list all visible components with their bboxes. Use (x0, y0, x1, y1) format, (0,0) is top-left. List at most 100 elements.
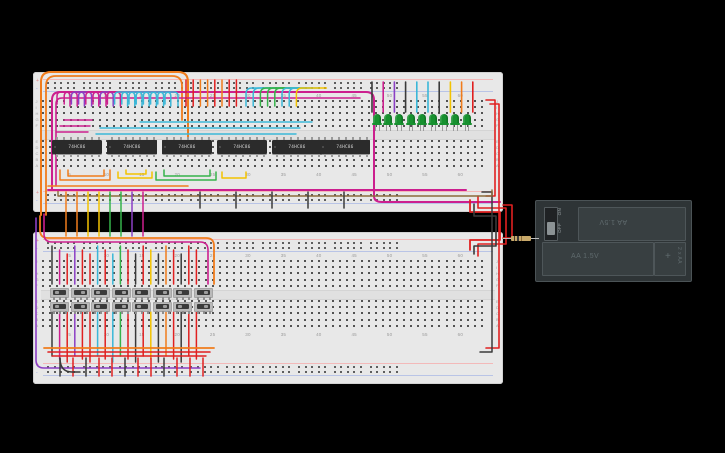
switch-knob[interactable] (95, 304, 100, 308)
board-hole (480, 306, 483, 309)
switch-top-0[interactable] (50, 288, 69, 300)
rail-hole (210, 194, 213, 196)
ic-5[interactable]: 74HC86 (320, 140, 370, 154)
led-7[interactable] (450, 114, 461, 125)
switch-bottom-1[interactable] (70, 302, 90, 314)
switch-top-4[interactable] (132, 288, 151, 300)
ic-4[interactable]: 74HC86 (272, 140, 322, 154)
resistor-lead-right (531, 237, 539, 239)
power-switch-knob[interactable] (547, 222, 555, 235)
led-0[interactable] (372, 114, 382, 125)
board-hole (204, 278, 207, 281)
switch-knob[interactable] (136, 290, 141, 294)
switch-knob[interactable] (177, 304, 182, 308)
led-5[interactable] (428, 114, 438, 125)
board-hole (211, 284, 214, 287)
board-hole (438, 324, 441, 327)
board-hole (218, 118, 221, 121)
rail-hole (311, 82, 314, 84)
board-hole (91, 158, 94, 161)
ic-2[interactable]: 74HC86 (162, 140, 212, 154)
rail-hole (167, 87, 170, 89)
board-hole (332, 278, 335, 281)
switch-bottom-4[interactable] (132, 302, 151, 314)
column-label-bottom-30: 30 (245, 332, 251, 337)
ic-pin (276, 137, 278, 140)
board-hole (353, 118, 356, 121)
ic-pin (180, 137, 182, 140)
switch-knob[interactable] (203, 304, 208, 308)
led-1[interactable] (383, 114, 394, 125)
switch-knob[interactable] (54, 290, 59, 294)
rail-bottom: +- (36, 362, 495, 377)
led-leg (464, 124, 466, 131)
rail-hole (66, 247, 69, 249)
board-hole (268, 300, 271, 302)
rail-hole (395, 194, 398, 196)
ic-pin (173, 154, 175, 157)
switch-top-2[interactable] (91, 288, 110, 300)
board-hole (226, 318, 229, 321)
ic-0[interactable]: 74HC86 (52, 140, 102, 154)
column-label-top-30: 30 (245, 253, 251, 258)
switch-bottom-7[interactable] (193, 302, 213, 314)
series-resistor[interactable] (503, 234, 539, 242)
switch-top-1[interactable] (70, 288, 90, 300)
led-3[interactable] (405, 114, 416, 125)
switch-knob[interactable] (121, 304, 126, 308)
board-hole (247, 158, 250, 161)
rail-hole (216, 247, 219, 249)
rail-hole (190, 194, 193, 196)
switch-knob[interactable] (177, 290, 182, 294)
switch-bottom-6[interactable] (173, 302, 192, 314)
board-hole (98, 124, 101, 127)
switch-bottom-2[interactable] (91, 302, 110, 314)
board-hole (49, 140, 52, 142)
switch-knob[interactable] (54, 304, 59, 308)
switch-knob[interactable] (162, 290, 167, 294)
board-hole (360, 158, 363, 161)
board-hole (162, 260, 165, 262)
switch-knob[interactable] (121, 290, 126, 294)
switch-knob[interactable] (95, 290, 100, 294)
ic-pin (235, 137, 237, 140)
board-hole (197, 324, 200, 327)
led-2[interactable] (394, 114, 405, 125)
board-hole (275, 164, 278, 167)
board-hole (155, 324, 158, 327)
switch-top-7[interactable] (193, 288, 213, 300)
switch-knob[interactable] (136, 304, 141, 308)
board-hole (480, 146, 483, 149)
rail-hole (389, 371, 392, 373)
switch-knob[interactable] (162, 304, 167, 308)
switch-top-3[interactable] (111, 288, 131, 300)
led-4[interactable] (416, 114, 427, 125)
switch-knob[interactable] (80, 290, 85, 294)
rail-hole (288, 371, 291, 373)
ic-1[interactable]: 74HC86 (107, 140, 157, 154)
switch-bottom-5[interactable] (152, 302, 172, 314)
board-hole (332, 260, 335, 262)
switch-knob[interactable] (80, 304, 85, 308)
battery-pack[interactable]: AA 1.5V AA 1.5V + 2 x AA ON OFF (535, 200, 692, 282)
ic-3[interactable]: 74HC86 (217, 140, 267, 154)
row-label-I: I (35, 264, 37, 270)
rail-hole (73, 366, 76, 368)
board-hole (353, 158, 356, 161)
led-8[interactable] (461, 114, 472, 125)
board-hole (325, 312, 328, 315)
led-6[interactable] (439, 114, 450, 125)
switch-bottom-0[interactable] (50, 302, 69, 314)
rail-hole (118, 247, 121, 249)
switch-knob[interactable] (203, 290, 208, 294)
board-hole (282, 324, 285, 327)
board-hole (282, 306, 285, 309)
switch-bottom-3[interactable] (111, 302, 131, 314)
power-switch[interactable] (544, 207, 558, 241)
switch-top-5[interactable] (152, 288, 172, 300)
board-hole (134, 318, 137, 321)
board-hole (218, 318, 221, 321)
switch-top-6[interactable] (173, 288, 192, 300)
